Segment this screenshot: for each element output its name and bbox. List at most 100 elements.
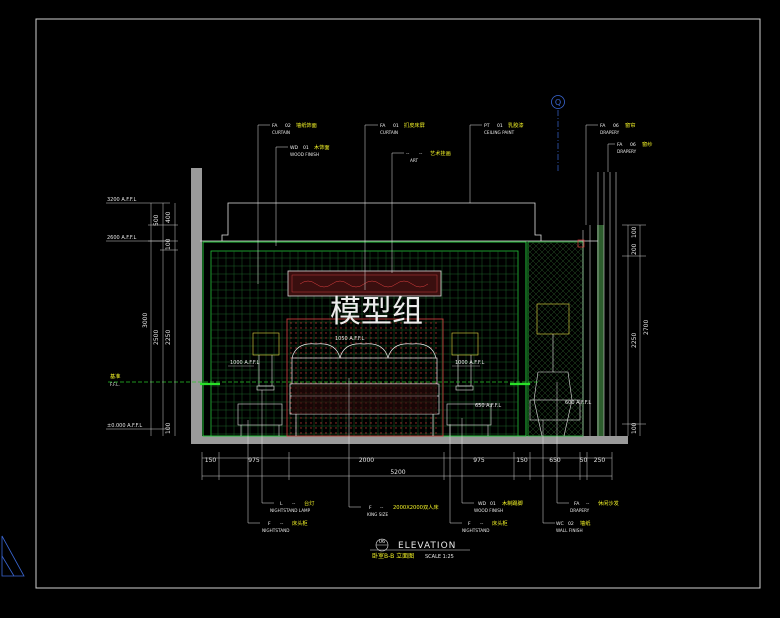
dim-bottom-label: 650	[549, 457, 561, 464]
svg-text:DRAPERY: DRAPERY	[570, 508, 590, 513]
svg-text:CURTAIN: CURTAIN	[380, 130, 398, 135]
inner-level-tags: 1050 A.F.F.L 1000 A.F.F.L 1000 A.F.F.L 6…	[228, 336, 591, 409]
level-2600: 2600 A.F.F.L	[107, 235, 137, 241]
svg-text:F: F	[369, 505, 372, 511]
callout-lounge-sofa: FA -- 休闲沙发 DRAPERY	[570, 499, 619, 513]
svg-text:艺术挂画: 艺术挂画	[430, 149, 451, 157]
svg-text:02: 02	[568, 521, 574, 527]
curtains	[582, 172, 617, 436]
svg-text:窗纱: 窗纱	[642, 140, 652, 148]
svg-text:ART: ART	[410, 158, 418, 163]
svg-text:--: --	[292, 502, 296, 507]
svg-text:--: --	[586, 502, 590, 507]
callout-wood-skirting: WD 01 木制踢脚 WOOD FINISH	[474, 499, 523, 513]
svg-text:01: 01	[303, 145, 309, 151]
dim-left-500: 500	[153, 214, 160, 226]
svg-text:NIGHTSTAND: NIGHTSTAND	[462, 528, 489, 533]
svg-text:FA: FA	[600, 123, 606, 129]
callout-drapery: FA 06 窗帘 DRAPERY	[600, 121, 635, 135]
svg-text:1000 A.F.F.L: 1000 A.F.F.L	[455, 360, 485, 366]
ucs-icon	[1, 535, 25, 577]
svg-text:KING SIZE: KING SIZE	[367, 512, 388, 517]
svg-text:F: F	[468, 521, 471, 527]
callout-nightstand-lamp: L -- 台灯 NIGHTSTAND LAMP	[270, 499, 314, 513]
svg-text:--: --	[419, 152, 423, 157]
callout-nightstand-left: F -- 床头柜 NIGHTSTAND	[262, 519, 308, 533]
left-wall-section	[191, 168, 202, 444]
svg-text:木饰面: 木饰面	[314, 143, 330, 151]
bottom-callouts	[247, 378, 569, 524]
svg-text:床头柜: 床头柜	[492, 519, 508, 527]
dim-bottom-label: 150	[205, 457, 217, 464]
right-wall-section	[597, 225, 604, 436]
svg-text:WALL FINISH: WALL FINISH	[556, 528, 583, 533]
dim-left-3000: 3000	[142, 313, 149, 328]
ceiling-bulkhead	[221, 202, 542, 241]
svg-text:窗帘: 窗帘	[625, 121, 635, 129]
dim-right-2700: 2700	[643, 320, 650, 335]
level-3200: 3200 A.F.F.L	[107, 197, 137, 203]
dim-left-400: 400	[165, 211, 172, 223]
svg-text:墙纸饰面: 墙纸饰面	[296, 121, 317, 129]
svg-text:WC: WC	[556, 521, 564, 527]
lounge-chair	[529, 303, 581, 437]
dim-bottom-label: 975	[248, 457, 260, 464]
right-dimensions	[622, 224, 646, 436]
dim-left-100: 100	[165, 238, 172, 250]
dim-bottom-label: 150	[516, 457, 528, 464]
callout-curtain-wallpaper: FA 02 墙纸饰面 CURTAIN	[272, 121, 317, 135]
svg-text:休闲沙发: 休闲沙发	[598, 499, 619, 507]
nightstand-right	[446, 332, 492, 436]
svg-text:床头柜: 床头柜	[292, 519, 308, 527]
svg-text:FA: FA	[380, 123, 386, 129]
dim-right-200: 200	[631, 243, 638, 255]
top-callouts	[257, 124, 615, 290]
callout-headboard: FA 01 扪皮床屏 CURTAIN	[380, 121, 425, 135]
dim-bottom-label: 250	[594, 457, 606, 464]
svg-text:NIGHTSTAND LAMP: NIGHTSTAND LAMP	[270, 508, 311, 513]
nightstand-left	[237, 332, 283, 436]
svg-text:--: --	[380, 506, 384, 511]
axis-marker: Q	[551, 95, 565, 172]
bottom-dimensions	[201, 452, 613, 480]
callout-ceiling-paint: PT 01 乳胶漆 CEILING PAINT	[484, 121, 524, 135]
svg-text:CURTAIN: CURTAIN	[272, 130, 290, 135]
svg-text:06: 06	[630, 142, 636, 148]
svg-text:FA: FA	[574, 501, 580, 507]
dim-right-100: 100	[631, 226, 638, 238]
watermark: 模型组	[330, 294, 423, 330]
svg-text:01: 01	[393, 123, 399, 129]
dim-right-100b: 100	[631, 422, 638, 434]
svg-text:台灯: 台灯	[304, 499, 314, 507]
callout-wallpaper: WC 02 墙纸 WALL FINISH	[556, 519, 590, 533]
svg-text:01: 01	[497, 123, 503, 129]
svg-text:01: 01	[490, 501, 496, 507]
svg-text:DRAPERY: DRAPERY	[617, 149, 637, 154]
level-0: ±0.000 A.F.F.L	[107, 423, 142, 429]
title-block: 06 ELEVATION 卧室B-B 立面图 SCALE 1:25	[370, 538, 470, 560]
callout-wood-finish: WD 01 木饰面 WOOD FINISH	[290, 143, 330, 157]
sheet-border	[35, 18, 761, 589]
callout-art: -- -- 艺术挂画 ART	[406, 149, 451, 163]
level-markers: 3200 A.F.F.L 2600 A.F.F.L ±0.000 A.F.F.L…	[106, 197, 170, 430]
dim-total: 5200	[390, 469, 405, 476]
svg-text:06: 06	[613, 123, 619, 129]
drawing-title-cn: 卧室B-B 立面图	[372, 552, 414, 560]
svg-text:L: L	[280, 501, 283, 507]
svg-text:墙纸: 墙纸	[580, 519, 590, 527]
drawing-title-en: ELEVATION	[398, 541, 456, 551]
svg-text:F: F	[268, 521, 271, 527]
svg-text:PT: PT	[484, 123, 490, 129]
svg-text:NIGHTSTAND: NIGHTSTAND	[262, 528, 289, 533]
dim-bottom-label: 2000	[359, 457, 374, 464]
headboard	[286, 318, 444, 437]
svg-text:木制踢脚: 木制踢脚	[502, 499, 523, 507]
svg-text:--: --	[406, 152, 410, 157]
svg-text:WOOD FINISH: WOOD FINISH	[474, 508, 503, 513]
callout-king-bed: F -- 2000X2000双人床 KING SIZE	[367, 503, 439, 517]
callout-sheer: FA 06 窗纱 DRAPERY	[617, 140, 652, 154]
svg-text:乳胶漆: 乳胶漆	[508, 121, 524, 129]
dim-left-2250: 2250	[165, 330, 172, 345]
svg-text:--: --	[480, 522, 484, 527]
